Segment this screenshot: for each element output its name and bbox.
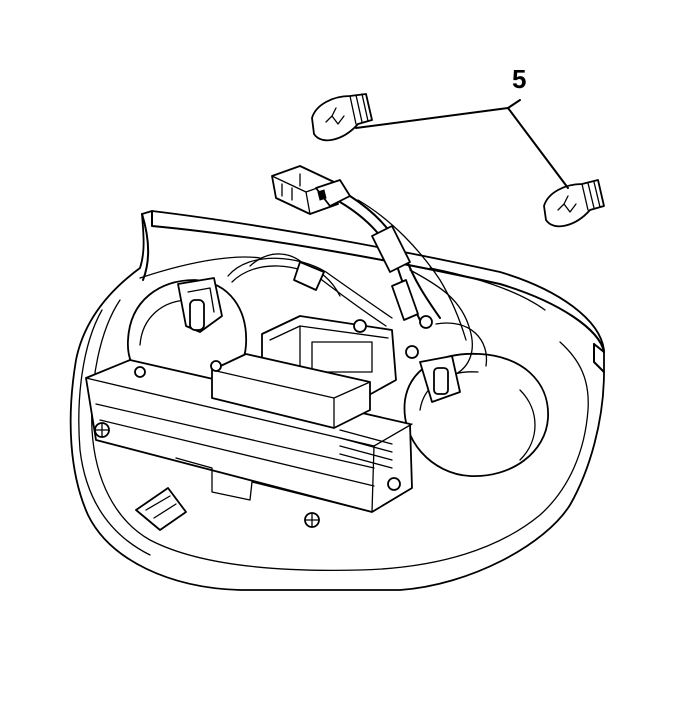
- callout-number-label: 5: [512, 64, 527, 94]
- right-lamp-reflector: [403, 352, 549, 477]
- wiring-connector: [271, 165, 351, 215]
- callout-leader: [355, 99, 569, 189]
- wiring-harness: [227, 195, 488, 375]
- switch-module: [85, 315, 433, 528]
- bulb-upper: [311, 93, 373, 142]
- retaining-clip: [135, 487, 187, 531]
- bulb-lower: [543, 179, 605, 228]
